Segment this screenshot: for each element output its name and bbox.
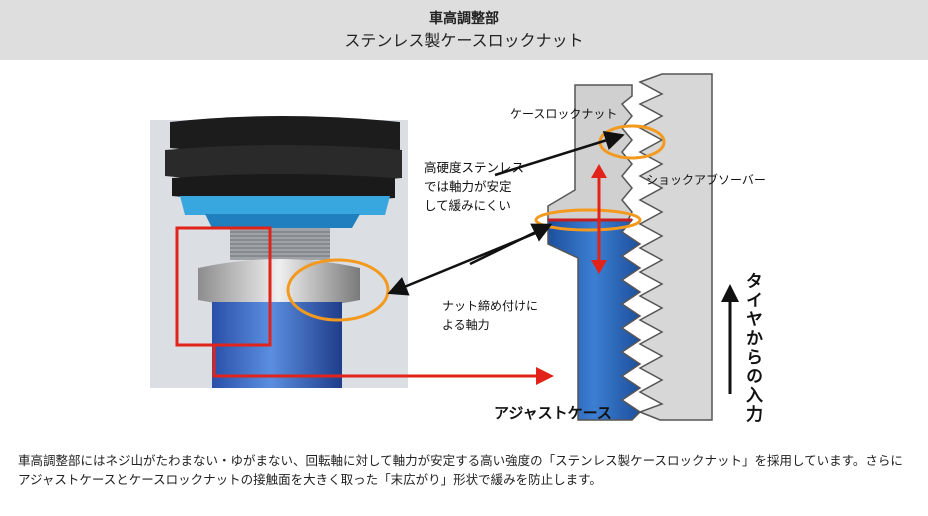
label-axial-1: ナット締め付けに: [442, 298, 538, 313]
tire-input-arrow: [721, 284, 739, 394]
photo-highlight-box: [175, 226, 272, 347]
photo-leader-arrow: [387, 226, 549, 296]
label-stainless-2: では軸力が安定: [424, 179, 512, 194]
label-stainless-1: 高硬度ステンレス: [424, 160, 524, 175]
shock-absorber-section: [637, 73, 713, 421]
label-axial-2: よる軸力: [442, 318, 490, 332]
label-shock: ショックアブソーバー: [646, 172, 766, 187]
label-stainless-3: して緩みにくい: [424, 198, 511, 213]
contact-surface-ellipse: [534, 208, 642, 232]
label-tire-input: タイヤからの入力: [742, 272, 763, 424]
coilover-photo: [150, 116, 408, 388]
label-lock-nut: ケースロックナット: [510, 107, 617, 121]
coilover-diagram: ケースロックナット 高硬度ステンレス では軸力が安定 して緩みにくい ショックア…: [150, 73, 766, 424]
label-adjust-case: アジャストケース: [494, 404, 612, 422]
thread-lines: [230, 231, 330, 257]
stainless-leader-arrow: [494, 130, 625, 177]
adjust-case-section: [547, 219, 642, 421]
description-caption: 車高調整部にはネジ山がたわまない・ゆがまない、回転軸に対して軸力が安定する高い強…: [18, 453, 903, 487]
lock-nut-section: [547, 84, 633, 221]
header-bar: 車高調整部 ステンレス製ケースロックナット: [0, 0, 928, 60]
header-title: 車高調整部: [429, 11, 499, 27]
axial-force-arrow: [591, 164, 607, 274]
connector-arrow: [212, 345, 554, 385]
header-subtitle: ステンレス製ケースロックナット: [344, 31, 584, 50]
